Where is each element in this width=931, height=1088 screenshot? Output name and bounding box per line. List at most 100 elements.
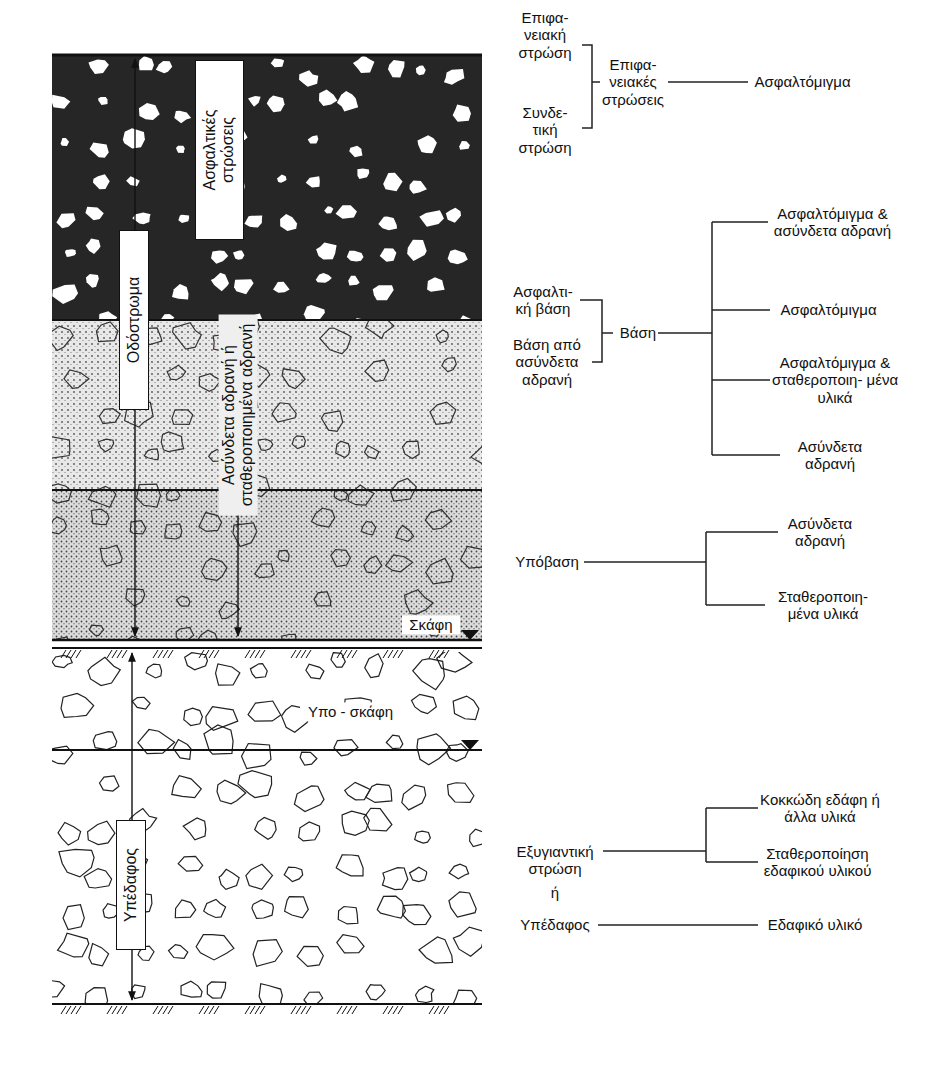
hatch-stroke <box>444 1006 449 1014</box>
stone <box>93 732 116 750</box>
stone <box>297 946 323 966</box>
stone <box>378 216 397 230</box>
stone <box>98 97 107 105</box>
layer-name: Υπέδαφος <box>505 916 605 933</box>
hatch-stroke <box>117 1006 122 1014</box>
bracket <box>711 222 713 455</box>
stone <box>284 867 302 882</box>
stone <box>93 174 110 189</box>
stone <box>336 205 357 219</box>
stone <box>306 176 320 187</box>
formation-line <box>52 639 482 642</box>
stone <box>321 411 342 431</box>
material-name: Εδαφικό υλικό <box>755 916 875 933</box>
stone <box>246 864 273 889</box>
leader-line <box>592 81 600 83</box>
stone <box>52 437 70 459</box>
hatch-stroke <box>306 650 311 658</box>
stone <box>255 818 276 840</box>
bracket <box>706 532 778 605</box>
material-name: Ασφαλτόμιγμα & ασύνδετα αδρανή <box>770 205 895 240</box>
hatch-stroke <box>255 650 260 658</box>
stone <box>137 484 161 507</box>
layer-name: Ασφαλτι- κή βάση <box>508 283 578 318</box>
stone <box>461 546 482 568</box>
stone <box>388 60 404 77</box>
stone <box>258 439 273 450</box>
stone <box>86 239 101 254</box>
stone <box>426 558 454 584</box>
hatch-stroke <box>76 1006 81 1014</box>
hatch-stroke <box>383 650 388 658</box>
stone <box>407 240 427 261</box>
stone <box>271 58 284 67</box>
hatch-stroke <box>260 1006 265 1014</box>
stone <box>448 249 468 264</box>
stone <box>167 365 185 380</box>
stone <box>366 321 394 338</box>
hatch-stroke <box>214 1006 219 1014</box>
stone <box>52 285 78 304</box>
hatch-stroke <box>383 1006 388 1014</box>
stone <box>100 776 119 791</box>
base-layer <box>52 320 482 490</box>
stone <box>364 556 382 573</box>
subbase-layer <box>52 490 482 640</box>
stone <box>52 655 72 667</box>
material-name: Σταθεροποιη- μένα υλικά <box>768 588 878 623</box>
hatch-stroke <box>71 650 76 658</box>
stone <box>437 652 472 672</box>
stone <box>304 992 323 1003</box>
stone <box>169 945 188 959</box>
stone <box>364 808 392 831</box>
stone <box>444 69 464 85</box>
stone <box>58 933 89 957</box>
stone <box>403 905 431 925</box>
stone <box>299 822 320 841</box>
stone <box>366 985 385 1000</box>
stone <box>52 746 73 764</box>
stone <box>126 636 139 639</box>
stone <box>126 176 140 186</box>
stone <box>410 867 427 881</box>
hatch-stroke <box>347 650 352 658</box>
stone <box>342 811 369 835</box>
hatch-stroke <box>393 1006 398 1014</box>
layer-line <box>52 489 482 491</box>
stone <box>165 524 182 539</box>
stone <box>361 522 375 535</box>
stone <box>427 277 445 291</box>
stone <box>314 592 331 606</box>
hatch-stroke <box>66 650 71 658</box>
stone <box>146 664 162 678</box>
stone <box>383 173 402 192</box>
material-name: Κοκκώδη εδάφη ή άλλα υλικά <box>755 791 885 826</box>
stone <box>415 831 431 843</box>
stone <box>349 146 362 158</box>
stone <box>61 693 94 717</box>
stone <box>365 360 389 381</box>
hatch-stroke <box>439 650 444 658</box>
stone <box>273 282 290 293</box>
base-aggregate <box>52 321 482 639</box>
stone <box>178 215 189 223</box>
stone <box>204 899 226 917</box>
stone <box>173 323 202 349</box>
stone <box>219 869 239 889</box>
stone <box>316 273 332 283</box>
stone <box>156 61 172 73</box>
stone <box>217 780 246 804</box>
stone <box>453 927 482 956</box>
stone <box>132 697 150 709</box>
hatch-stroke <box>204 1006 209 1014</box>
stone <box>175 900 195 918</box>
hatch-stroke <box>107 1006 112 1014</box>
material-name: Ασφαλτόμιγμα <box>745 73 860 90</box>
stone <box>396 525 414 541</box>
hatch-stroke <box>204 650 209 658</box>
bottom-line <box>52 1003 482 1005</box>
stone <box>183 818 206 840</box>
group-name: Βάση <box>616 324 660 341</box>
subgrade-box: Υπέδαφος <box>116 820 146 950</box>
hatch-stroke <box>107 650 112 658</box>
